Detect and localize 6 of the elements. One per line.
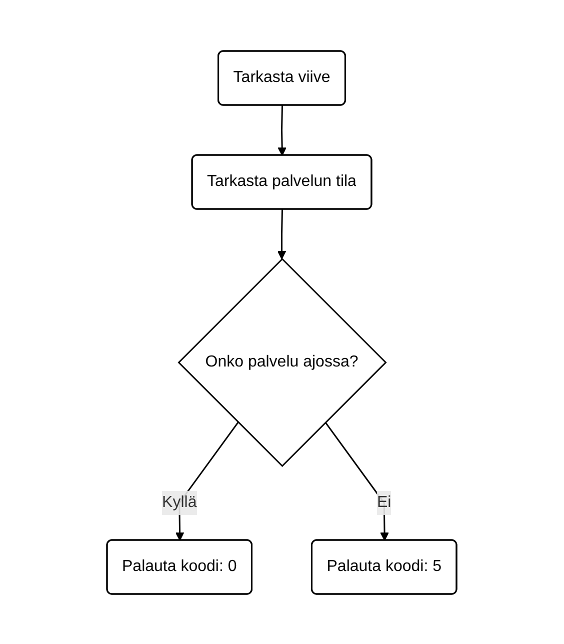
arrow [325, 421, 390, 540]
node-diamond: Onko palvelu ajossa? [178, 257, 388, 467]
edge-label: Ei [377, 493, 392, 510]
edge-label: Kyllä [162, 493, 197, 510]
arrow [278, 104, 287, 156]
arrow [278, 208, 286, 259]
